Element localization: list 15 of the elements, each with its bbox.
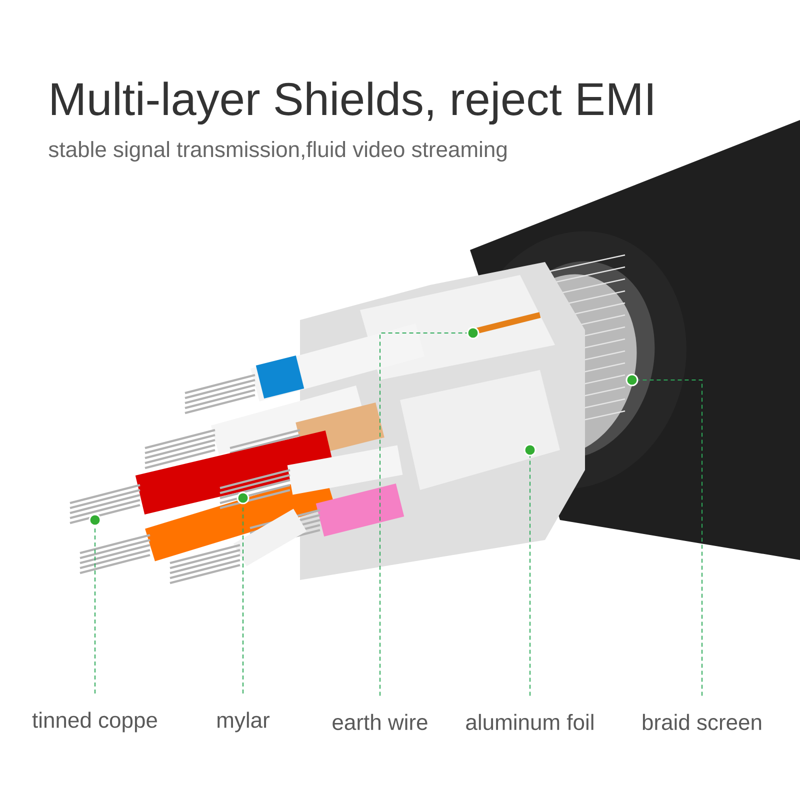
leader-line — [380, 332, 468, 696]
part-label: aluminum foil — [466, 714, 594, 730]
part-label: tinned coppe — [32, 712, 157, 732]
leader-line — [638, 380, 702, 696]
part-label: earth wire — [332, 714, 428, 730]
marker-dot — [524, 444, 536, 456]
part-label: mylar — [218, 712, 270, 732]
subtitle: stable signal transmission,fluid video streaming — [48, 141, 506, 162]
leader-line — [94, 526, 96, 694]
marker-dot — [626, 374, 638, 386]
marker-dot — [88, 514, 102, 526]
marker-dot — [236, 492, 250, 504]
title: Multi-layer Shields, reject EMI — [52, 82, 652, 125]
part-label: braid screen — [642, 714, 762, 730]
marker-dot — [466, 326, 480, 340]
